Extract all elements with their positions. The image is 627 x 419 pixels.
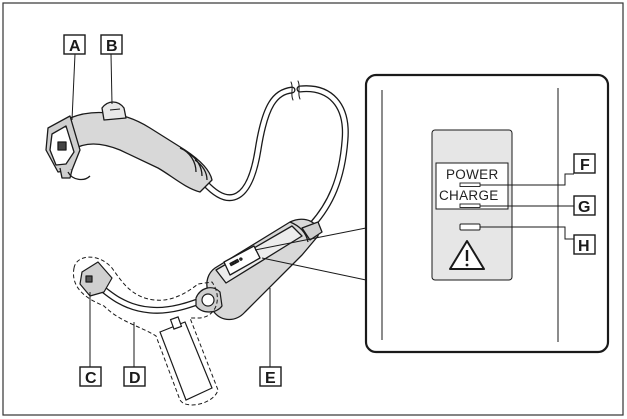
power-lamp	[459, 182, 481, 187]
svg-text:F: F	[580, 157, 590, 174]
charge-lamp	[459, 203, 481, 208]
callout-h: H	[573, 234, 596, 255]
zoom-lines	[254, 227, 367, 281]
fault-lamp	[459, 223, 481, 231]
charging-connector	[45, 101, 213, 193]
callout-b: B	[100, 34, 123, 55]
callout-a: A	[63, 34, 86, 55]
tag-with-cover	[159, 316, 213, 401]
charging-cable	[201, 80, 349, 229]
leader-lines	[71, 53, 574, 367]
svg-text:B: B	[106, 38, 118, 55]
power-label: POWER	[446, 167, 499, 182]
svg-text:C: C	[85, 370, 97, 387]
callout-e: E	[259, 366, 282, 387]
svg-text:D: D	[129, 370, 141, 387]
callout-c: C	[79, 366, 102, 387]
svg-text:A: A	[69, 38, 81, 55]
callout-d: D	[123, 366, 146, 387]
warning-icon	[449, 240, 485, 270]
svg-text:H: H	[578, 238, 590, 255]
callout-f: F	[573, 153, 596, 174]
svg-text:E: E	[265, 370, 276, 387]
control-box: ■■■ ○	[206, 218, 323, 321]
cable-cover-outline	[73, 256, 219, 406]
charge-label: CHARGE	[439, 188, 499, 203]
plug-cable	[94, 281, 212, 314]
plug	[79, 261, 223, 313]
svg-text:G: G	[578, 199, 590, 216]
callout-g: G	[573, 195, 596, 216]
